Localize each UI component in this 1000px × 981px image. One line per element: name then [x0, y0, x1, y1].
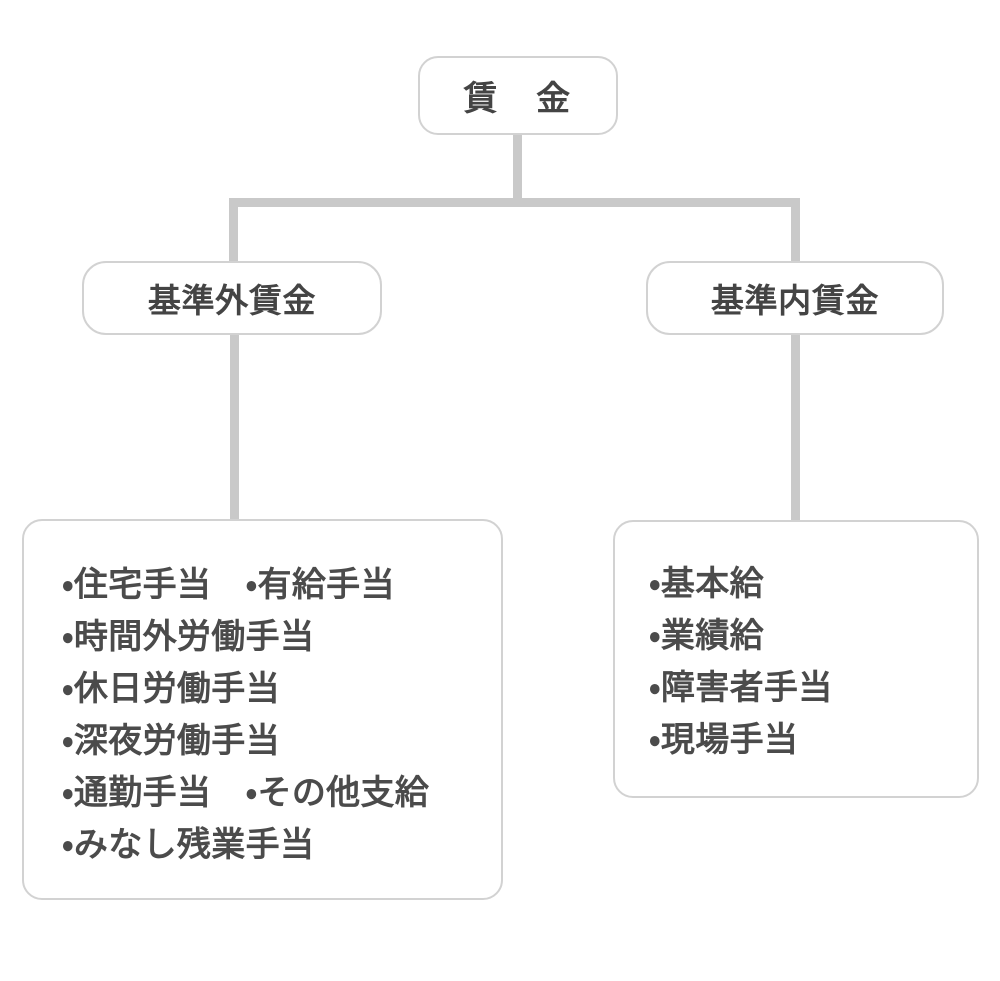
connector-right-branch-to-leaf — [791, 333, 800, 523]
list-item: ・通勤手当 ・その他支給 — [62, 774, 430, 812]
list-item: ・深夜労働手当 — [62, 722, 280, 760]
list-item: ・基本給 — [649, 565, 764, 603]
connector-drop-left — [229, 198, 238, 264]
connector-root-stem — [513, 134, 522, 206]
node-root-wage[interactable]: 賃 金 — [418, 56, 618, 135]
node-leaf-standard-items: ・基本給 ・業績給 ・障害者手当 ・現場手当 — [613, 520, 979, 798]
node-leaf-non-standard-items: ・住宅手当 ・有給手当 ・時間外労働手当 ・休日労働手当 ・深夜労働手当 ・通勤… — [22, 519, 503, 900]
node-root-label: 賃 金 — [463, 80, 573, 118]
list-item: ・休日労働手当 — [62, 670, 280, 708]
list-item: ・みなし残業手当 — [62, 826, 315, 864]
list-item: ・業績給 — [649, 617, 764, 655]
node-branch-non-standard-label: 基準外賃金 — [147, 282, 317, 319]
leaf-list-non-standard: ・住宅手当 ・有給手当 ・時間外労働手当 ・休日労働手当 ・深夜労働手当 ・通勤… — [24, 521, 501, 871]
list-item: ・現場手当 — [649, 721, 799, 759]
leaf-list-standard: ・基本給 ・業績給 ・障害者手当 ・現場手当 — [615, 522, 977, 766]
list-item: ・時間外労働手当 — [62, 618, 315, 656]
list-item: ・住宅手当 ・有給手当 — [62, 566, 395, 604]
connector-left-branch-to-leaf — [230, 333, 239, 523]
connector-horizontal-bus — [229, 198, 800, 207]
node-branch-non-standard[interactable]: 基準外賃金 — [82, 261, 382, 335]
node-branch-standard-label: 基準内賃金 — [710, 282, 880, 319]
node-branch-standard[interactable]: 基準内賃金 — [646, 261, 944, 335]
connector-drop-right — [791, 198, 800, 264]
list-item: ・障害者手当 — [649, 669, 833, 707]
